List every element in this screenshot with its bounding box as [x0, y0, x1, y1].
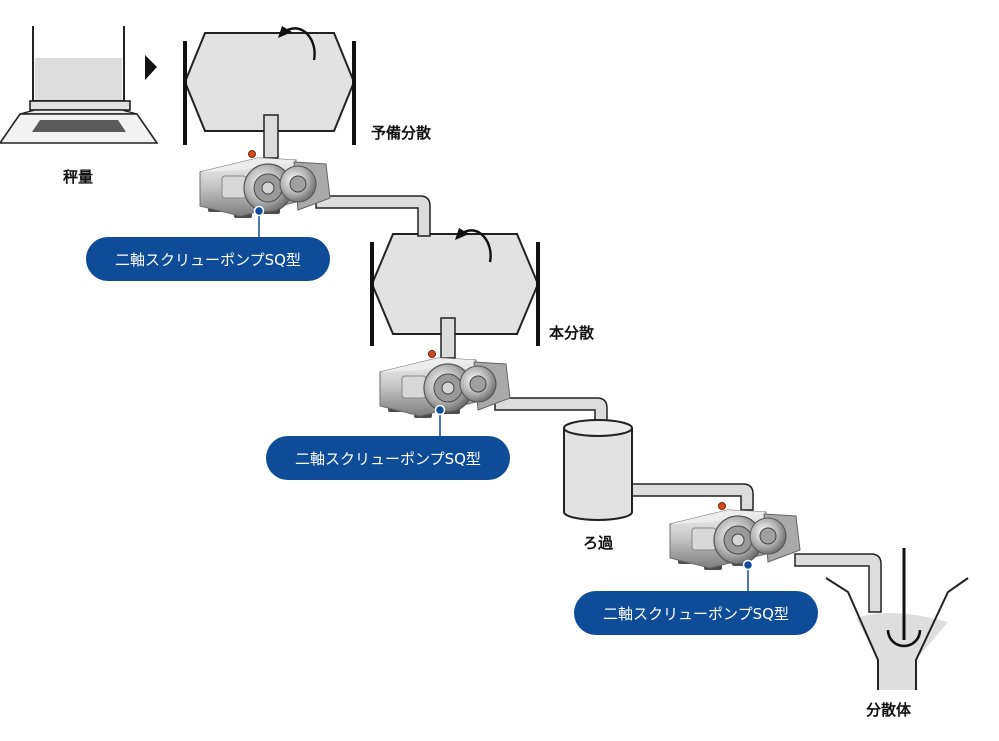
- product-vessel: [825, 548, 969, 690]
- pump-label-3: 二軸スクリューポンプSQ型: [574, 591, 818, 635]
- rotation-arrow-icon: [283, 27, 316, 61]
- label-filtration: ろ過: [583, 534, 614, 552]
- pipe: [263, 114, 279, 159]
- pipe: [794, 553, 882, 613]
- rotation-arrow-icon: [460, 229, 492, 263]
- label-dispersion-product: 分散体: [866, 701, 912, 719]
- callout-dot: [434, 404, 446, 416]
- pump: [199, 149, 331, 219]
- label-main-dispersion: 本分散: [549, 324, 595, 342]
- pipe: [631, 483, 754, 511]
- label-weighing: 秤量: [63, 168, 94, 186]
- filtration-tank: [563, 419, 633, 521]
- pump-label-1: 二軸スクリューポンプSQ型: [86, 237, 330, 281]
- pump: [669, 501, 801, 571]
- label-pre-dispersion: 予備分散: [371, 124, 432, 142]
- pipe: [440, 317, 456, 359]
- pump-label-2: 二軸スクリューポンプSQ型: [266, 436, 510, 480]
- pump: [379, 349, 511, 419]
- weighing-scale: [0, 26, 159, 144]
- pipe: [315, 195, 431, 237]
- callout-dot: [253, 205, 265, 217]
- arrow-right-icon: [145, 55, 157, 80]
- callout-dot: [742, 559, 754, 571]
- pre-dispersion-mixer: [183, 26, 356, 145]
- main-dispersion-mixer: [370, 228, 540, 346]
- agitator-icon: [886, 629, 922, 648]
